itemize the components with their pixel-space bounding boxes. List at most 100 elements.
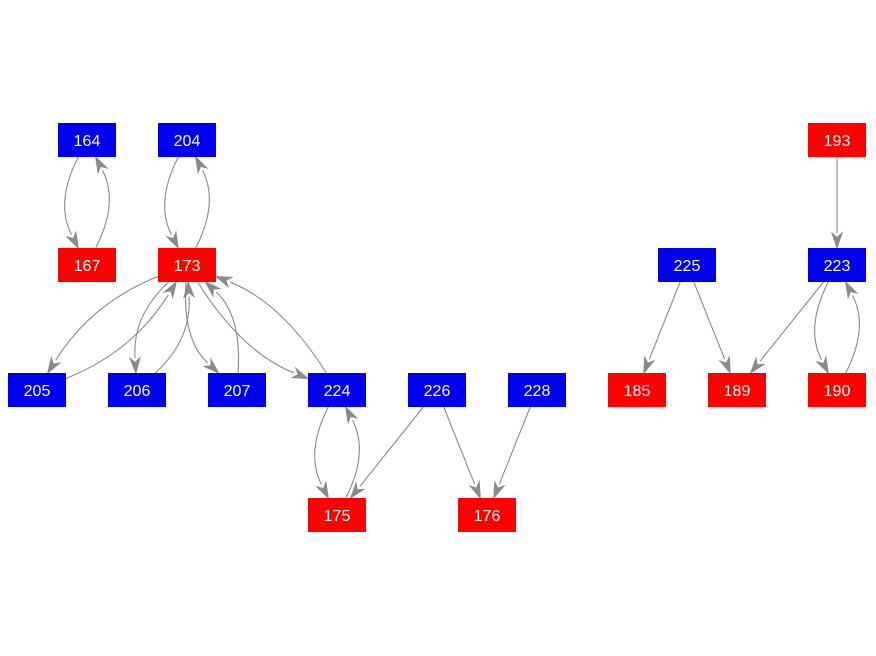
arrowhead-228-to-176 bbox=[493, 480, 506, 500]
edge-167-to-164 bbox=[95, 170, 110, 249]
node-204: 204 bbox=[158, 123, 216, 157]
arrowhead-226-to-176 bbox=[468, 480, 481, 500]
edge-223-to-189 bbox=[759, 281, 824, 362]
node-label-189: 189 bbox=[724, 383, 751, 400]
node-label-206: 206 bbox=[124, 383, 151, 400]
node-box-193 bbox=[808, 123, 866, 157]
node-box-207 bbox=[208, 373, 266, 407]
node-box-224 bbox=[308, 373, 366, 407]
node-224: 224 bbox=[308, 373, 366, 407]
node-box-185 bbox=[608, 373, 666, 407]
edge-224-to-175 bbox=[314, 406, 329, 485]
node-175: 175 bbox=[308, 498, 366, 532]
node-label-225: 225 bbox=[674, 258, 701, 275]
arrowhead-173-to-224 bbox=[290, 366, 310, 380]
arrowhead-226-to-175 bbox=[349, 481, 366, 500]
node-box-189 bbox=[708, 373, 766, 407]
edge-190-to-223 bbox=[845, 295, 860, 374]
arrowhead-207-to-173 bbox=[204, 280, 222, 298]
arrowhead-204-to-173 bbox=[165, 230, 180, 250]
node-label-223: 223 bbox=[824, 258, 851, 275]
edge-225-to-185 bbox=[648, 281, 681, 360]
node-label-164: 164 bbox=[74, 133, 101, 150]
node-185: 185 bbox=[608, 373, 666, 407]
node-label-204: 204 bbox=[174, 133, 201, 150]
node-189: 189 bbox=[708, 373, 766, 407]
edge-223-to-190 bbox=[814, 281, 829, 360]
arrowhead-225-to-189 bbox=[718, 355, 731, 375]
node-226: 226 bbox=[408, 373, 466, 407]
node-label-176: 176 bbox=[474, 508, 501, 525]
node-176: 176 bbox=[458, 498, 516, 532]
node-box-190 bbox=[808, 373, 866, 407]
edge-173-to-207 bbox=[184, 281, 208, 364]
node-193: 193 bbox=[808, 123, 866, 157]
edge-226-to-176 bbox=[443, 406, 476, 485]
node-box-223 bbox=[808, 248, 866, 282]
edge-226-to-175 bbox=[359, 406, 424, 487]
node-label-193: 193 bbox=[824, 133, 851, 150]
nodes-layer: 164 204 193 167 173 225 223 205 206 207 224 226 228 1… bbox=[8, 123, 866, 532]
node-label-224: 224 bbox=[324, 383, 351, 400]
edges-layer bbox=[46, 155, 860, 500]
edge-207-to-173 bbox=[216, 291, 240, 374]
edge-173-to-205 bbox=[55, 276, 159, 361]
edge-225-to-189 bbox=[693, 281, 726, 360]
edge-205-to-173 bbox=[65, 294, 169, 379]
arrowhead-173-to-207 bbox=[202, 357, 220, 375]
arrowhead-167-to-164 bbox=[94, 155, 109, 175]
node-167: 167 bbox=[58, 248, 116, 282]
node-label-185: 185 bbox=[624, 383, 651, 400]
node-box-226 bbox=[408, 373, 466, 407]
arrowhead-173-to-205 bbox=[46, 355, 62, 375]
node-225: 225 bbox=[658, 248, 716, 282]
edge-204-to-173 bbox=[164, 156, 179, 235]
node-label-205: 205 bbox=[24, 383, 51, 400]
node-box-176 bbox=[458, 498, 516, 532]
node-label-207: 207 bbox=[224, 383, 251, 400]
node-205: 205 bbox=[8, 373, 66, 407]
node-label-167: 167 bbox=[74, 258, 101, 275]
node-228: 228 bbox=[508, 373, 566, 407]
node-164: 164 bbox=[58, 123, 116, 157]
node-label-175: 175 bbox=[324, 508, 351, 525]
node-box-204 bbox=[158, 123, 216, 157]
arrowhead-164-to-167 bbox=[65, 230, 80, 250]
arrowhead-223-to-190 bbox=[815, 355, 830, 375]
node-box-205 bbox=[8, 373, 66, 407]
arrowhead-225-to-185 bbox=[643, 355, 656, 375]
edge-175-to-224 bbox=[345, 420, 360, 499]
edge-164-to-167 bbox=[64, 156, 79, 235]
node-223: 223 bbox=[808, 248, 866, 282]
node-label-190: 190 bbox=[824, 383, 851, 400]
node-190: 190 bbox=[808, 373, 866, 407]
edge-173-to-206 bbox=[134, 281, 169, 359]
arrowhead-173-to-204 bbox=[194, 155, 209, 175]
edge-173-to-204 bbox=[195, 170, 210, 249]
node-label-173: 173 bbox=[174, 258, 201, 275]
node-box-173 bbox=[158, 248, 216, 282]
arrowhead-175-to-224 bbox=[344, 405, 359, 425]
node-label-228: 228 bbox=[524, 383, 551, 400]
arrowhead-224-to-173 bbox=[214, 275, 234, 289]
edge-224-to-173 bbox=[229, 281, 327, 374]
node-box-228 bbox=[508, 373, 566, 407]
arrowhead-224-to-175 bbox=[315, 480, 330, 500]
node-box-167 bbox=[58, 248, 116, 282]
node-box-175 bbox=[308, 498, 366, 532]
node-173: 173 bbox=[158, 248, 216, 282]
node-box-225 bbox=[658, 248, 716, 282]
arrowhead-205-to-173 bbox=[162, 280, 178, 300]
arrowhead-190-to-223 bbox=[844, 280, 859, 300]
edge-206-to-173 bbox=[155, 296, 190, 374]
node-box-206 bbox=[108, 373, 166, 407]
node-box-164 bbox=[58, 123, 116, 157]
arrowhead-173-to-206 bbox=[128, 356, 141, 375]
edge-173-to-224 bbox=[197, 281, 295, 374]
arrowhead-193-to-223 bbox=[830, 231, 844, 250]
node-label-226: 226 bbox=[424, 383, 451, 400]
node-206: 206 bbox=[108, 373, 166, 407]
arrowhead-223-to-189 bbox=[749, 356, 766, 375]
node-207: 207 bbox=[208, 373, 266, 407]
